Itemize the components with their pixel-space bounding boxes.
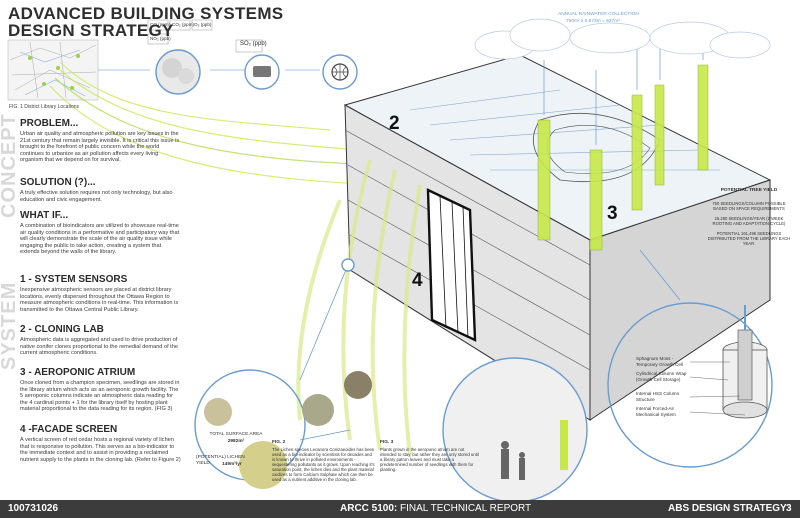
sensor-label: NO₂ (ppb) [150,36,171,41]
title-line-2: DESIGN STRATEGY [8,21,174,40]
student-id: 100731026 [8,503,59,514]
sensor-label: CO₂ (ppm) [172,22,194,27]
people-silhouettes [501,420,568,480]
lichen-yield-label: (POTENTIAL) LICHEN YIELD [196,455,245,466]
section-heading: 4 -FACADE SCREEN [20,424,118,435]
section-body: Atmospheric data is aggregated and used … [20,337,178,356]
zone-number: 2 [389,113,400,134]
section-heading: 2 - CLONING LAB [20,324,104,335]
detail-callouts [194,249,773,503]
map-caption: FIG. 1 District Library Locations [9,104,80,110]
rainwater-formula: 750m² x 0.873m = 637m³ [566,19,620,24]
rainwater-label: ANNUAL RAINWATER COLLECTION [558,12,639,17]
report-name: FINAL TECHNICAL REPORT [397,503,532,514]
section-heading: SOLUTION (?)... [20,177,96,188]
lichen-yield-value: 149m³/yr [222,462,242,467]
fig3-text: Plants grown in the aeroponic atrium are… [380,447,479,472]
rain-clouds [474,18,771,60]
tree-yield-heading: POTENTIAL TREE YIELD [720,188,778,193]
section-heading: 1 - SYSTEM SENSORS [20,274,128,285]
title-line-1: ADVANCED BUILDING SYSTEMS [8,4,284,23]
course-code: ARCC 5100: FINAL TECHNICAL REPORT [340,503,531,514]
section-body: A combination of bioindicators are utili… [20,223,180,255]
tree-yield-line: POTENTIAL 161,496 SEEDLINGS DISTRIBUTED … [707,231,791,246]
data-flow-lines [49,61,391,186]
section-name: ABS DESIGN STRATEGY [668,503,787,514]
concept-side-label: CONCEPT [0,113,20,218]
sensor-boxes [147,19,263,53]
section-body: A truly effective solution requires not … [20,190,173,203]
page-number: 3 [786,503,792,514]
fig2-text: The Lichen species Lecanora Conizaeoides… [272,447,375,482]
section-heading: WHAT IF... [20,210,69,221]
tree-yield-line: 750 SEEDLINGS/COLUMN POSSIBLE BASED ON S… [712,201,786,211]
fig3-label: FIG. 3 [380,440,394,445]
system-side-label: SYSTEM [0,281,20,370]
lichen-photos [204,371,372,489]
column-label: Sphagnum Moss - Temporary Growth Cell [636,356,683,367]
sensor-label: SO₂ (ppb) [240,41,267,47]
surface-area-value: 2982m² [227,439,245,444]
sensor-cloud-diagram [155,49,358,95]
surface-area-label: TOTAL SURFACE AREA [209,432,263,437]
aeroponic-columns [537,64,709,251]
fig2-label: FIG. 2 [272,440,286,445]
section-body: Inexpensive atmospheric sensors are plac… [20,287,179,313]
page-title: ADVANCED BUILDING SYSTEMS DESIGN STRATEG… [8,5,283,39]
district-map [7,39,99,101]
section-body: Once cloned from a champion specimen, se… [20,380,180,412]
sensor-label: O₃ (ppb) [194,22,212,27]
column-section-detail [689,305,768,419]
zone-number: 4 [412,270,423,291]
section-body: Urban air quality and atmospheric pollut… [20,131,180,163]
air-flow-arrows [296,159,422,456]
sensor-label: CO (ppm) [150,22,171,27]
section-heading: 3 - AEROPONIC ATRIUM [20,367,136,378]
footer-bar: 100731026 ARCC 5100: FINAL TECHNICAL REP… [0,500,800,518]
column-label: Internal HSS Column Structure [636,391,680,402]
column-label: Cylindrical Column Wrap (Growth Cell Sto… [636,371,687,382]
course-name: ARCC 5100: [340,503,398,514]
column-label: Internal Forced-Air Mechanical System [636,406,676,417]
section-body: A vertical screen of red cedar hosts a r… [20,437,181,463]
rain-drops [543,30,704,145]
section-heading: PROBLEM... [20,118,79,129]
tree-yield-line: 26,280 SEEDLINGS/YEAR (2 WEEK ROOTING AN… [712,216,786,226]
zone-number: 3 [607,203,618,224]
